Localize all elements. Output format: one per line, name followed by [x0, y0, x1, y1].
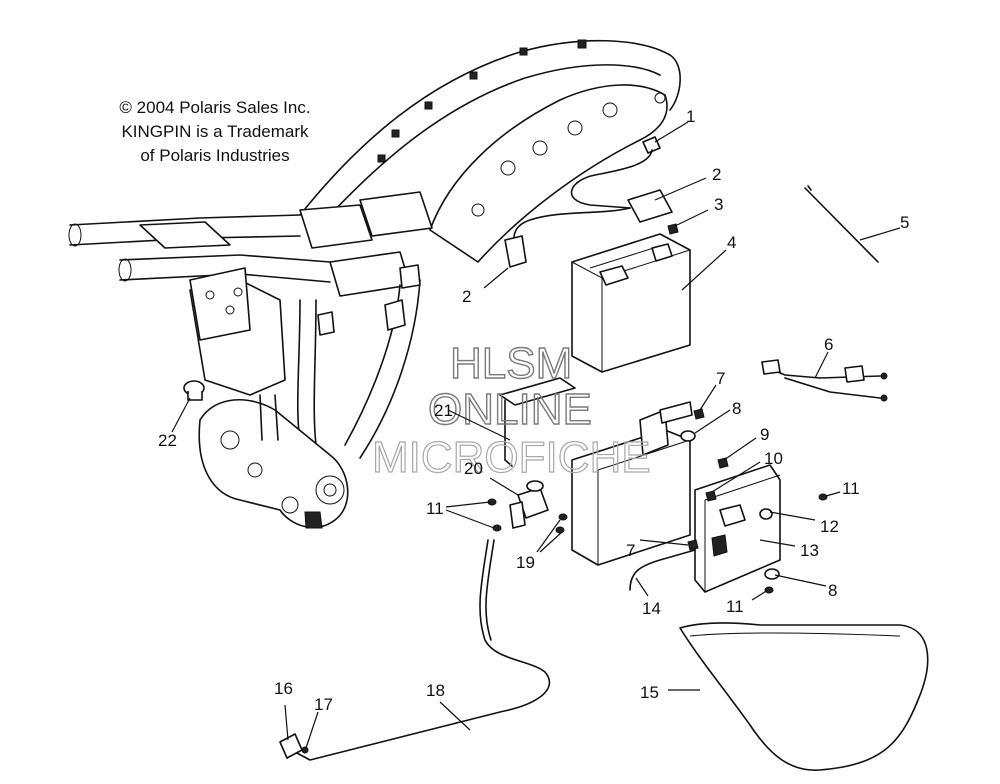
- leader-lines: [171, 121, 901, 749]
- part-5-cable-tie: [804, 185, 879, 263]
- callout-18: 18: [426, 681, 445, 700]
- callout-5: 5: [900, 213, 909, 232]
- part-6-harness: [761, 359, 888, 402]
- part-20-solenoid: [509, 480, 549, 529]
- part-3-screw: [667, 223, 679, 235]
- part-22-grommet: [183, 380, 205, 401]
- part-4-battery: [571, 233, 691, 373]
- copyright-line-3: of Polaris Industries: [140, 146, 290, 165]
- callout-9: 9: [760, 425, 769, 444]
- callout-12: 12: [820, 517, 839, 536]
- callout-17: 17: [314, 695, 333, 714]
- hardware-7-8-9-10-11-12: [487, 408, 828, 594]
- callout-14: 14: [642, 599, 661, 618]
- part-17-nut: [301, 746, 309, 754]
- copyright-notice: © 2004 Polaris Sales Inc. KINGPIN is a T…: [100, 96, 330, 168]
- part-13-battery-box: [571, 401, 781, 593]
- copyright-line-2: KINGPIN is a Trademark: [121, 122, 309, 141]
- callout-20: 20: [464, 459, 483, 478]
- callout-3: 3: [714, 195, 723, 214]
- callout-8-upper: 8: [732, 399, 741, 418]
- callout-6: 6: [824, 335, 833, 354]
- callout-labels: 1 2 3 4 5 2 6 7 8 9 10 11 12 13 8 11 7 1…: [158, 107, 909, 714]
- part-18-cable: [294, 539, 551, 761]
- callout-11-right: 11: [842, 479, 860, 498]
- callout-11-left: 11: [426, 499, 444, 518]
- callout-8-lower: 8: [828, 581, 837, 600]
- callout-21: 21: [434, 401, 453, 420]
- part-21-bracket: [499, 377, 576, 467]
- callout-16: 16: [274, 679, 293, 698]
- part-14-rod: [629, 549, 696, 591]
- callout-11-bottom: 11: [726, 597, 744, 616]
- callout-22: 22: [158, 431, 177, 450]
- watermark-line-3: MICROFICHE: [372, 433, 651, 482]
- part-15-side-cover: [679, 622, 929, 771]
- callout-4: 4: [727, 233, 736, 252]
- frame-assembly: [68, 39, 681, 529]
- watermark-line-2: ONLINE: [428, 385, 592, 434]
- callout-7-upper: 7: [716, 369, 725, 388]
- callout-2-upper: 2: [712, 165, 721, 184]
- watermark-line-1: HLSM: [450, 339, 572, 388]
- callout-7-lower: 7: [626, 541, 635, 560]
- callout-2-lower: 2: [462, 287, 471, 306]
- callout-19: 19: [516, 553, 535, 572]
- callout-1: 1: [686, 107, 695, 126]
- watermark: HLSM ONLINE MICROFICHE: [371, 338, 651, 482]
- callout-10: 10: [764, 449, 783, 468]
- callout-13: 13: [800, 541, 819, 560]
- copyright-line-1: © 2004 Polaris Sales Inc.: [119, 98, 311, 117]
- callout-15: 15: [640, 683, 659, 702]
